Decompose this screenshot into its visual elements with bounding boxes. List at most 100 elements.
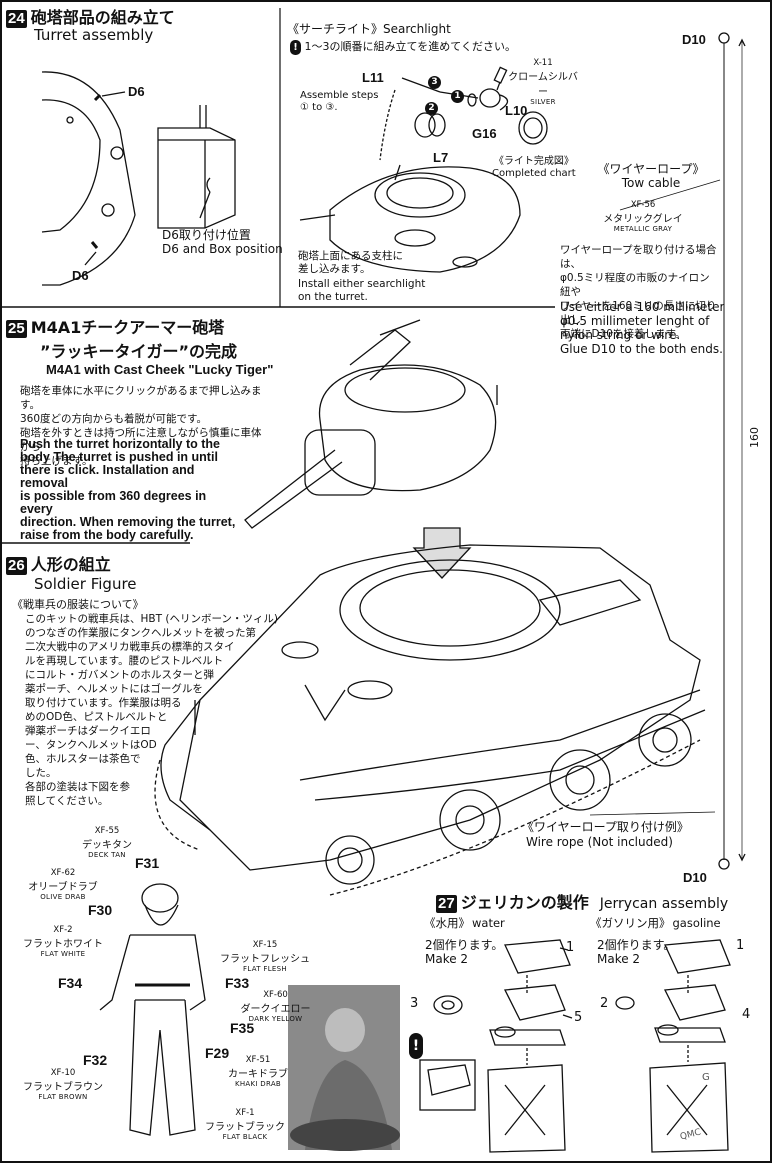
step24-title-jp: 砲塔部品の組み立て	[30, 8, 175, 27]
searchlight-order-note: ! 1～3の順番に組み立てを進めてください。	[290, 38, 516, 55]
step26-jp-line: にコルト・ガバメントのホルスターと弾	[25, 669, 214, 681]
water-make-jp: 2個作ります。	[425, 938, 504, 952]
paint-xf51: XF-51 カーキドラブ KHAKI DRAB	[218, 1055, 298, 1088]
step25-en-line: direction. When removing the turret,	[20, 515, 236, 529]
searchlight-order-jp: 1～3の順番に組み立てを進めてください。	[304, 40, 516, 53]
step26-jp-line: このキットの戦車兵は、HBT (ヘリンボーン・ツィル)	[25, 613, 279, 625]
paint-en: DECK TAN	[88, 851, 126, 859]
step25-title-jp-2: ”ラッキータイガー”の完成	[40, 342, 238, 361]
paint-xf62: XF-62 オリーブドラブ OLIVE DRAB	[18, 868, 108, 901]
step-marker-1: 1	[451, 90, 464, 103]
step25-jp-line: 砲塔を車体に水平にクリックがあるまで押し込みます。	[20, 385, 262, 411]
completed-turret-drawing	[244, 319, 498, 529]
tow-cable-jp-line: 両端にD10を接着します。	[560, 328, 686, 340]
step26-number: 26	[6, 557, 27, 575]
step24-title-en: Turret assembly	[34, 26, 154, 44]
part-d6-top: D6	[128, 84, 145, 99]
wire-rope-example: 《ワイヤーロープ取り付け例》 Wire rope (Not included)	[522, 820, 689, 850]
paint-xf15: XF-15 フラットフレッシュ FLAT FLESH	[220, 940, 310, 973]
paint-en: DARK YELLOW	[248, 1015, 303, 1023]
turret-side-drawing	[41, 71, 136, 286]
tow-cable-title-jp: 《ワイヤーロープ》	[597, 162, 705, 176]
step27-title-jp: ジェリカンの製作	[460, 893, 589, 912]
tow-cable-jp-line: ワイヤーロープを取り付ける場合は、	[560, 244, 717, 270]
tow-cable-title-en: Tow cable	[621, 176, 681, 190]
tow-cable-desc-jp: ワイヤーロープを取り付ける場合は、 φ0.5ミリ程度の市販のナイロン紐や ワイヤ…	[560, 243, 720, 341]
water-part-1: 1	[566, 940, 575, 955]
paint-en: KHAKI DRAB	[234, 1080, 282, 1088]
step26-jp-line: 弾薬ポーチはダークイエロ	[25, 725, 151, 737]
install-arrow	[412, 527, 472, 579]
step24-number: 24	[6, 10, 27, 28]
paint-jp: フラットホワイト	[23, 939, 103, 950]
step26-jp-line: 色、ホルスターは茶色で	[25, 753, 141, 765]
tow-cable-en-line: nylon string or wire.	[560, 328, 681, 342]
step25-en-line: is possible from 360 degrees in every	[20, 489, 207, 516]
part-f34: F34	[58, 975, 83, 991]
paint-xf56: XF-56 メタリックグレイ METALLIC GRAY	[588, 200, 698, 233]
step25-title-jp-1: M4A1チークアーマー砲塔	[30, 318, 225, 337]
searchlight-title: 《サーチライト》Searchlight	[287, 22, 451, 36]
step26-jp-line: のつなぎの作業服にタンクヘルメットを被った第	[25, 627, 256, 639]
install-en-2: on the turret.	[298, 290, 368, 303]
gasoline-label-jp: 《ガソリン用》	[590, 916, 671, 930]
paint-code: XF-60	[263, 990, 288, 1000]
jerrycan-water-drawing	[419, 939, 573, 1153]
paint-code: XF-1	[235, 1108, 255, 1118]
install-jp-1: 砲塔上面にある支柱に	[298, 250, 403, 262]
step25-desc-jp: 砲塔を車体に水平にクリックがあるまで押し込みます。 360度どの方向からも着脱が…	[20, 384, 270, 468]
tow-cable-jp-line: ワイヤーを160ミリの長さに切り出し	[560, 300, 717, 326]
step26-subtitle: 《戦車兵の服装について》	[12, 598, 144, 611]
turret-top-drawing	[299, 164, 521, 273]
paint-jp: フラットブラウン	[23, 1082, 103, 1093]
paint-xf56-jp: メタリックグレイ	[603, 214, 683, 225]
paint-en: FLAT FLESH	[243, 965, 287, 973]
step-marker-3: 3	[428, 76, 441, 89]
step25-jp-line: 360度どの方向からも着脱が可能です。	[20, 413, 207, 425]
step25-number: 25	[6, 320, 27, 338]
install-en-1: Install either searchlight	[298, 278, 426, 290]
searchlight-completed: 《ライト完成図》 Completed chart	[492, 156, 576, 180]
water-label: 《水用》water	[424, 915, 505, 931]
water-make-note: 2個作ります。 Make 2	[425, 938, 503, 966]
part-f31: F31	[135, 855, 160, 871]
paint-xf10: XF-10 フラットブラウン FLAT BROWN	[18, 1068, 108, 1101]
part-f35: F35	[230, 1020, 255, 1036]
tow-cable-jp-line: φ0.5ミリ程度の市販のナイロン紐や	[560, 272, 710, 298]
step25-jp-line: 持ち上げます。	[20, 455, 93, 467]
paint-code: XF-55	[94, 826, 120, 836]
step26-jp-line: 照してください。	[25, 795, 109, 807]
step-marker-2: 2	[425, 102, 438, 115]
part-f32: F32	[83, 1052, 108, 1068]
searchlight-completed-en: Completed chart	[492, 168, 576, 179]
paint-xf1: XF-1 フラットブラック FLAT BLACK	[205, 1108, 285, 1141]
water-part-3: 3	[410, 996, 419, 1011]
part-l10: L10	[505, 103, 528, 118]
part-g16: G16	[472, 126, 497, 141]
tank-hull-drawing	[154, 544, 706, 896]
step25-title-en: M4A1 with Cast Cheek "Lucky Tiger"	[46, 362, 274, 377]
step26-title-en: Soldier Figure	[34, 575, 137, 593]
step25-en-line: body The turret is pushed in until	[20, 450, 218, 464]
paint-en: OLIVE DRAB	[40, 893, 86, 901]
water-label-en: water	[472, 916, 505, 930]
part-l11: L11	[362, 70, 384, 85]
gasoline-label: 《ガソリン用》gasoline	[590, 915, 721, 931]
paint-jp: オリーブドラブ	[28, 882, 98, 893]
part-d10-top: D10	[682, 32, 706, 47]
paint-xf55: XF-55 デッキタン DECK TAN	[72, 826, 142, 859]
searchlight-assemble-en: Assemble steps ① to ③.	[300, 90, 379, 113]
step26-jp-line: した。	[25, 767, 57, 779]
part-d10-bottom: D10	[683, 870, 707, 885]
warning-icon: !	[290, 39, 301, 55]
tow-cable-en-line: Use either a 160 millimeter	[560, 300, 725, 314]
step26-jp-line: めのOD色、ピストルベルトと	[25, 711, 168, 723]
paint-en: FLAT WHITE	[40, 950, 86, 958]
tow-cable-title: 《ワイヤーロープ》 Tow cable	[596, 162, 706, 190]
tow-cable-drawing	[619, 32, 746, 870]
paint-x11-en: SILVER	[530, 98, 556, 106]
water-make-en: Make 2	[425, 952, 469, 966]
